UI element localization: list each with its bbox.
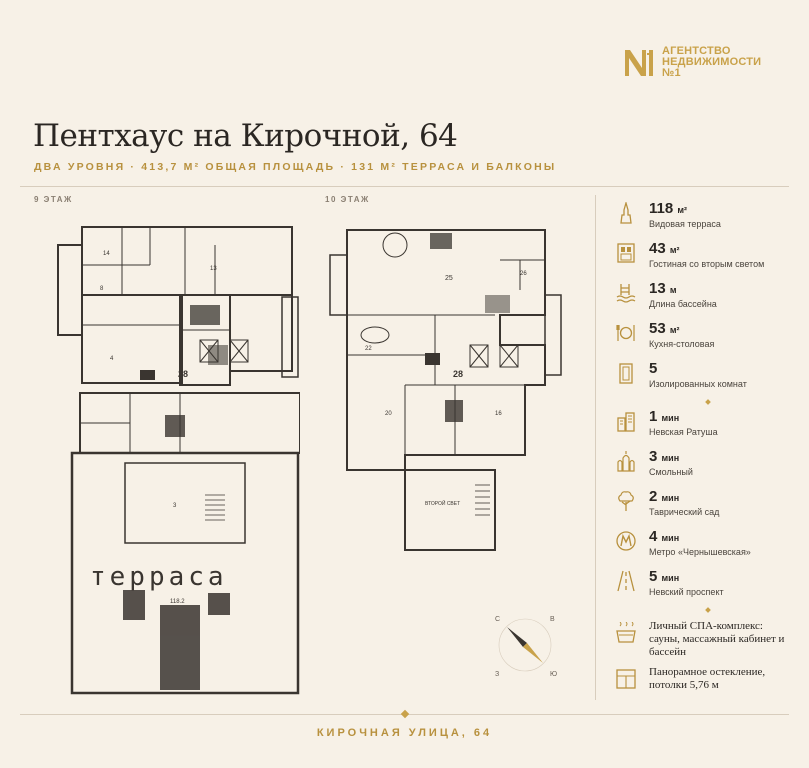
feature-unit: мин	[661, 533, 680, 543]
footer-diamond	[400, 709, 410, 719]
compass-w: З	[495, 671, 499, 678]
compass-e: В	[550, 616, 555, 623]
feature-value: 4	[649, 528, 658, 545]
feature-item: 3 мин Смольный	[612, 448, 792, 488]
floor9-label: 9 ЭТАЖ	[34, 195, 73, 204]
dining-icon	[616, 325, 635, 341]
feature-value: 2	[649, 488, 658, 505]
glazing-icon	[616, 669, 636, 689]
pool-icon	[616, 284, 636, 303]
feature-desc: Невский проспект	[649, 587, 724, 597]
feature-desc: Таврический сад	[649, 507, 720, 517]
cathedral-icon	[617, 451, 635, 472]
logo-line2: НЕДВИЖИМОСТИ	[662, 55, 762, 68]
feature-item: 43 м² Гостиная со вторым светом	[612, 240, 792, 280]
terrace-label: терраса	[90, 562, 228, 592]
panel-divider	[595, 195, 596, 700]
room-number: 16	[495, 411, 502, 417]
feature-desc: Метро «Чернышевская»	[649, 547, 751, 557]
room-number: 28	[178, 369, 188, 379]
compass-s: Ю	[550, 671, 557, 678]
feature-value: 53	[649, 320, 666, 337]
buildings-icon	[617, 412, 635, 432]
spa-icon	[616, 622, 636, 643]
floor10-label: 10 ЭТАЖ	[325, 195, 370, 204]
feature-item: 1 мин Невская Ратуша	[612, 408, 792, 448]
room-number: 3	[173, 503, 177, 509]
agency-logo[interactable]: АГЕНТСТВО НЕДВИЖИМОСТИ №1	[622, 44, 761, 80]
feature-item: 5 мин Невский проспект	[612, 568, 792, 608]
compass-icon: С В Ю З	[495, 616, 557, 678]
feature-desc: Изолированных комнат	[649, 379, 747, 389]
feature-value: 1	[649, 408, 658, 425]
feature-desc: Длина бассейна	[649, 299, 717, 309]
extra-text: Личный СПА-комплекс: сауны, массажный ка…	[649, 620, 785, 658]
feature-value: 3	[649, 448, 658, 465]
feature-unit: м²	[677, 205, 688, 215]
feature-unit: мин	[661, 493, 680, 503]
separator-diamond	[705, 399, 711, 405]
feature-unit: мин	[661, 573, 680, 583]
feature-unit: мин	[661, 453, 680, 463]
door-icon	[619, 363, 633, 384]
feature-desc: Смольный	[649, 467, 693, 477]
compass-n: С	[495, 616, 500, 623]
feature-desc: Кухня-столовая	[649, 339, 715, 349]
floor9-plan: терраса 118.2 14 13 8 4 3 28	[57, 226, 300, 695]
room-number: 14	[103, 251, 110, 257]
tree-icon	[618, 491, 634, 511]
feature-item: 53 м² Кухня-столовая	[612, 320, 792, 360]
road-icon	[617, 570, 635, 592]
feature-value: 13	[649, 280, 666, 297]
tower-icon	[620, 202, 632, 224]
room-number: 4	[110, 356, 114, 362]
feature-unit: м²	[669, 325, 680, 335]
feature-unit: мин	[661, 413, 680, 423]
feature-desc: Видовая терраса	[649, 219, 721, 229]
room-number: 13	[210, 266, 217, 272]
room-number: 28	[453, 369, 463, 379]
header-divider	[20, 186, 789, 187]
page-subtitle: ДВА УРОВНЯ · 413,7 М² ОБЩАЯ ПЛОЩАДЬ · 13…	[34, 161, 557, 173]
feature-item: 4 мин Метро «Чернышевская»	[612, 528, 792, 568]
feature-unit: м	[669, 285, 677, 295]
room-number: 20	[385, 411, 392, 417]
extra-item: Личный СПА-комплекс: сауны, массажный ка…	[612, 620, 792, 666]
room-number: 8	[100, 286, 104, 292]
feature-item: 2 мин Таврический сад	[612, 488, 792, 528]
feature-value: 43	[649, 240, 666, 257]
page-title: Пентхаус на Кирочной, 64	[33, 118, 458, 154]
extra-item: Панорамное остекление, потолки 5,76 м	[612, 666, 792, 706]
feature-value: 5	[649, 360, 658, 377]
feature-desc: Невская Ратуша	[649, 427, 718, 437]
room-number: 22	[365, 346, 372, 352]
extra-text: Панорамное остекление, потолки 5,76 м	[649, 666, 766, 691]
terrace-area: 118.2	[170, 599, 185, 605]
window-icon	[617, 243, 635, 263]
room-number: 25	[445, 275, 453, 282]
feature-desc: Гостиная со вторым светом	[649, 259, 765, 269]
floor10-plan: ВТОРОЙ СВЕТ 25 26 16 20 22 28	[329, 229, 562, 551]
logo-text: АГЕНТСТВО НЕДВИЖИМОСТИ №1	[662, 44, 762, 79]
metro-icon	[616, 531, 636, 551]
logo-line1: АГЕНТСТВО	[662, 44, 731, 57]
separator-diamond	[705, 607, 711, 613]
feature-value: 118	[649, 200, 674, 217]
feature-item: 13 м Длина бассейна	[612, 280, 792, 320]
feature-item: 118 м² Видовая терраса	[612, 200, 792, 240]
second-light-label: ВТОРОЙ СВЕТ	[425, 499, 460, 507]
feature-value: 5	[649, 568, 658, 585]
feature-item: 5 Изолированных комнат	[612, 360, 792, 400]
logo-n1-icon	[625, 50, 653, 76]
logo-line3: №1	[662, 66, 681, 79]
footer-address: КИРОЧНАЯ УЛИЦА, 64	[316, 727, 493, 739]
room-number: 26	[520, 271, 527, 277]
feature-unit: м²	[669, 245, 680, 255]
